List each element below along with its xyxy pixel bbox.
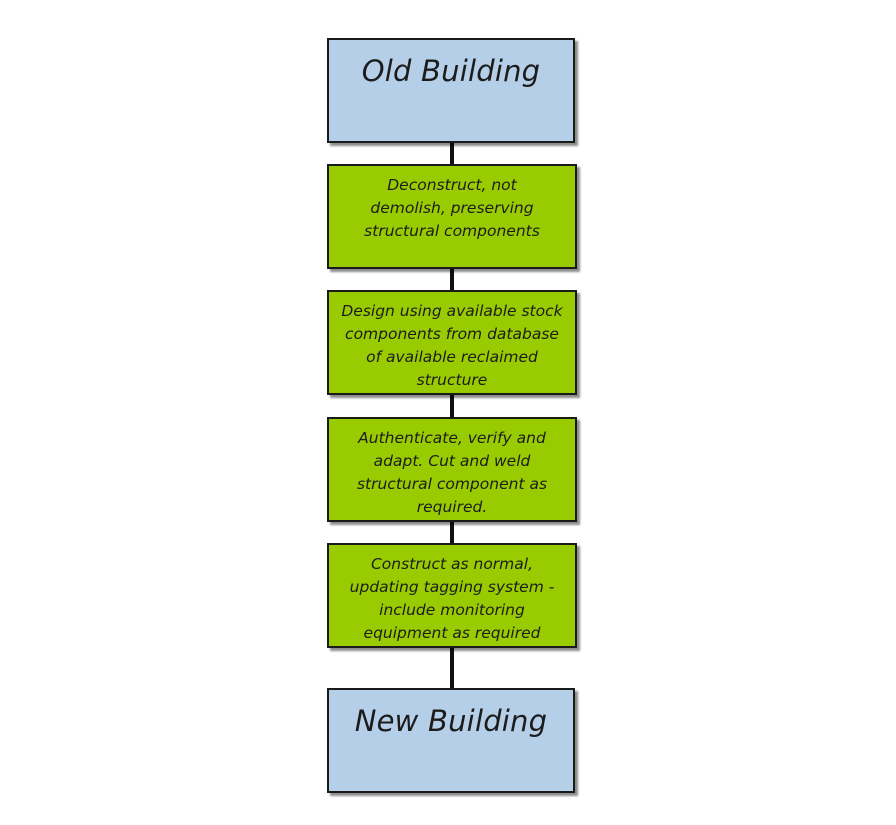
step-1-label: Deconstruct, not demolish, preserving st…	[364, 176, 540, 240]
start-box-old-building: Old Building	[327, 38, 575, 143]
step-box-construct: Construct as normal, updating tagging sy…	[327, 543, 577, 648]
end-box-label: New Building	[354, 704, 548, 738]
connector-line	[450, 521, 454, 545]
step-3-label: Authenticate, verify and adapt. Cut and …	[356, 429, 548, 516]
step-box-deconstruct: Deconstruct, not demolish, preserving st…	[327, 164, 577, 269]
connector-line	[450, 268, 454, 292]
end-box-new-building: New Building	[327, 688, 575, 793]
step-box-authenticate: Authenticate, verify and adapt. Cut and …	[327, 417, 577, 522]
connector-line	[450, 647, 454, 689]
connector-line	[450, 142, 454, 166]
step-box-design: Design using available stock components …	[327, 290, 577, 395]
step-2-label: Design using available stock components …	[341, 302, 563, 389]
step-4-label: Construct as normal, updating tagging sy…	[349, 555, 555, 642]
start-box-label: Old Building	[361, 54, 541, 88]
connector-line	[450, 395, 454, 419]
